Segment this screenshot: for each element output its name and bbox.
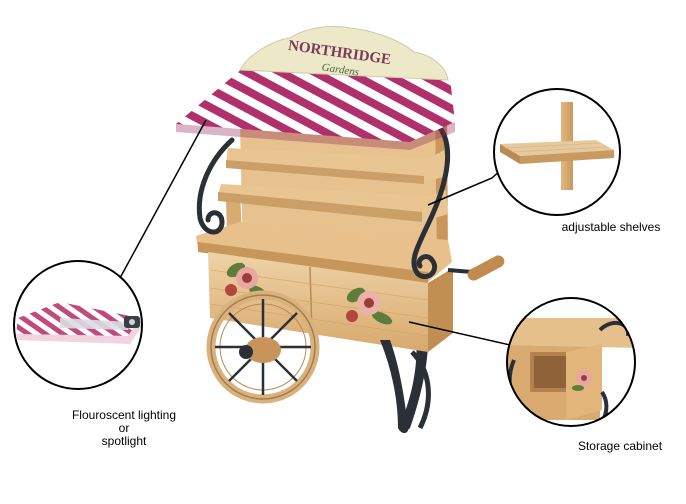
front-leg-brace: [410, 350, 431, 430]
awning-valance: [176, 122, 455, 150]
counter-front-edge: [198, 242, 428, 284]
wagon-wheel: [206, 290, 320, 404]
right-scroll-support: [411, 125, 451, 280]
detail-circle-shelves: [493, 88, 621, 216]
signboard: [239, 25, 449, 81]
leader-line-storage: [408, 321, 511, 346]
lighting-caption: Flouroscent lighting or spotlight: [34, 409, 214, 448]
brand-subtitle-text: Gardens: [321, 61, 360, 78]
storage-caption: Storage cabinet: [577, 439, 663, 453]
cart-illustration: NORTHRIDGE Gardens: [176, 25, 505, 434]
flower-decal-right: [346, 287, 393, 325]
shelf-middle-edge: [218, 192, 422, 222]
front-leg: [380, 340, 409, 434]
detail-circle-lighting: [13, 260, 143, 390]
left-scroll-support: [196, 137, 235, 235]
shelf-top-edge: [226, 160, 424, 184]
detail-circle-storage: [506, 297, 636, 427]
shelves-caption: adjustable shelves: [561, 220, 661, 234]
lighting-caption-line1: Flouroscent lighting: [71, 408, 177, 422]
leader-line-lighting: [119, 119, 207, 279]
handle-grip: [467, 255, 505, 281]
rear-leg: [400, 330, 429, 431]
lighting-caption-line2: or: [118, 421, 130, 435]
cabinet-right-side: [428, 268, 453, 352]
awning-canopy: [176, 68, 455, 142]
lighting-caption-line3: spotlight: [101, 434, 147, 448]
handle-rod: [447, 268, 473, 274]
